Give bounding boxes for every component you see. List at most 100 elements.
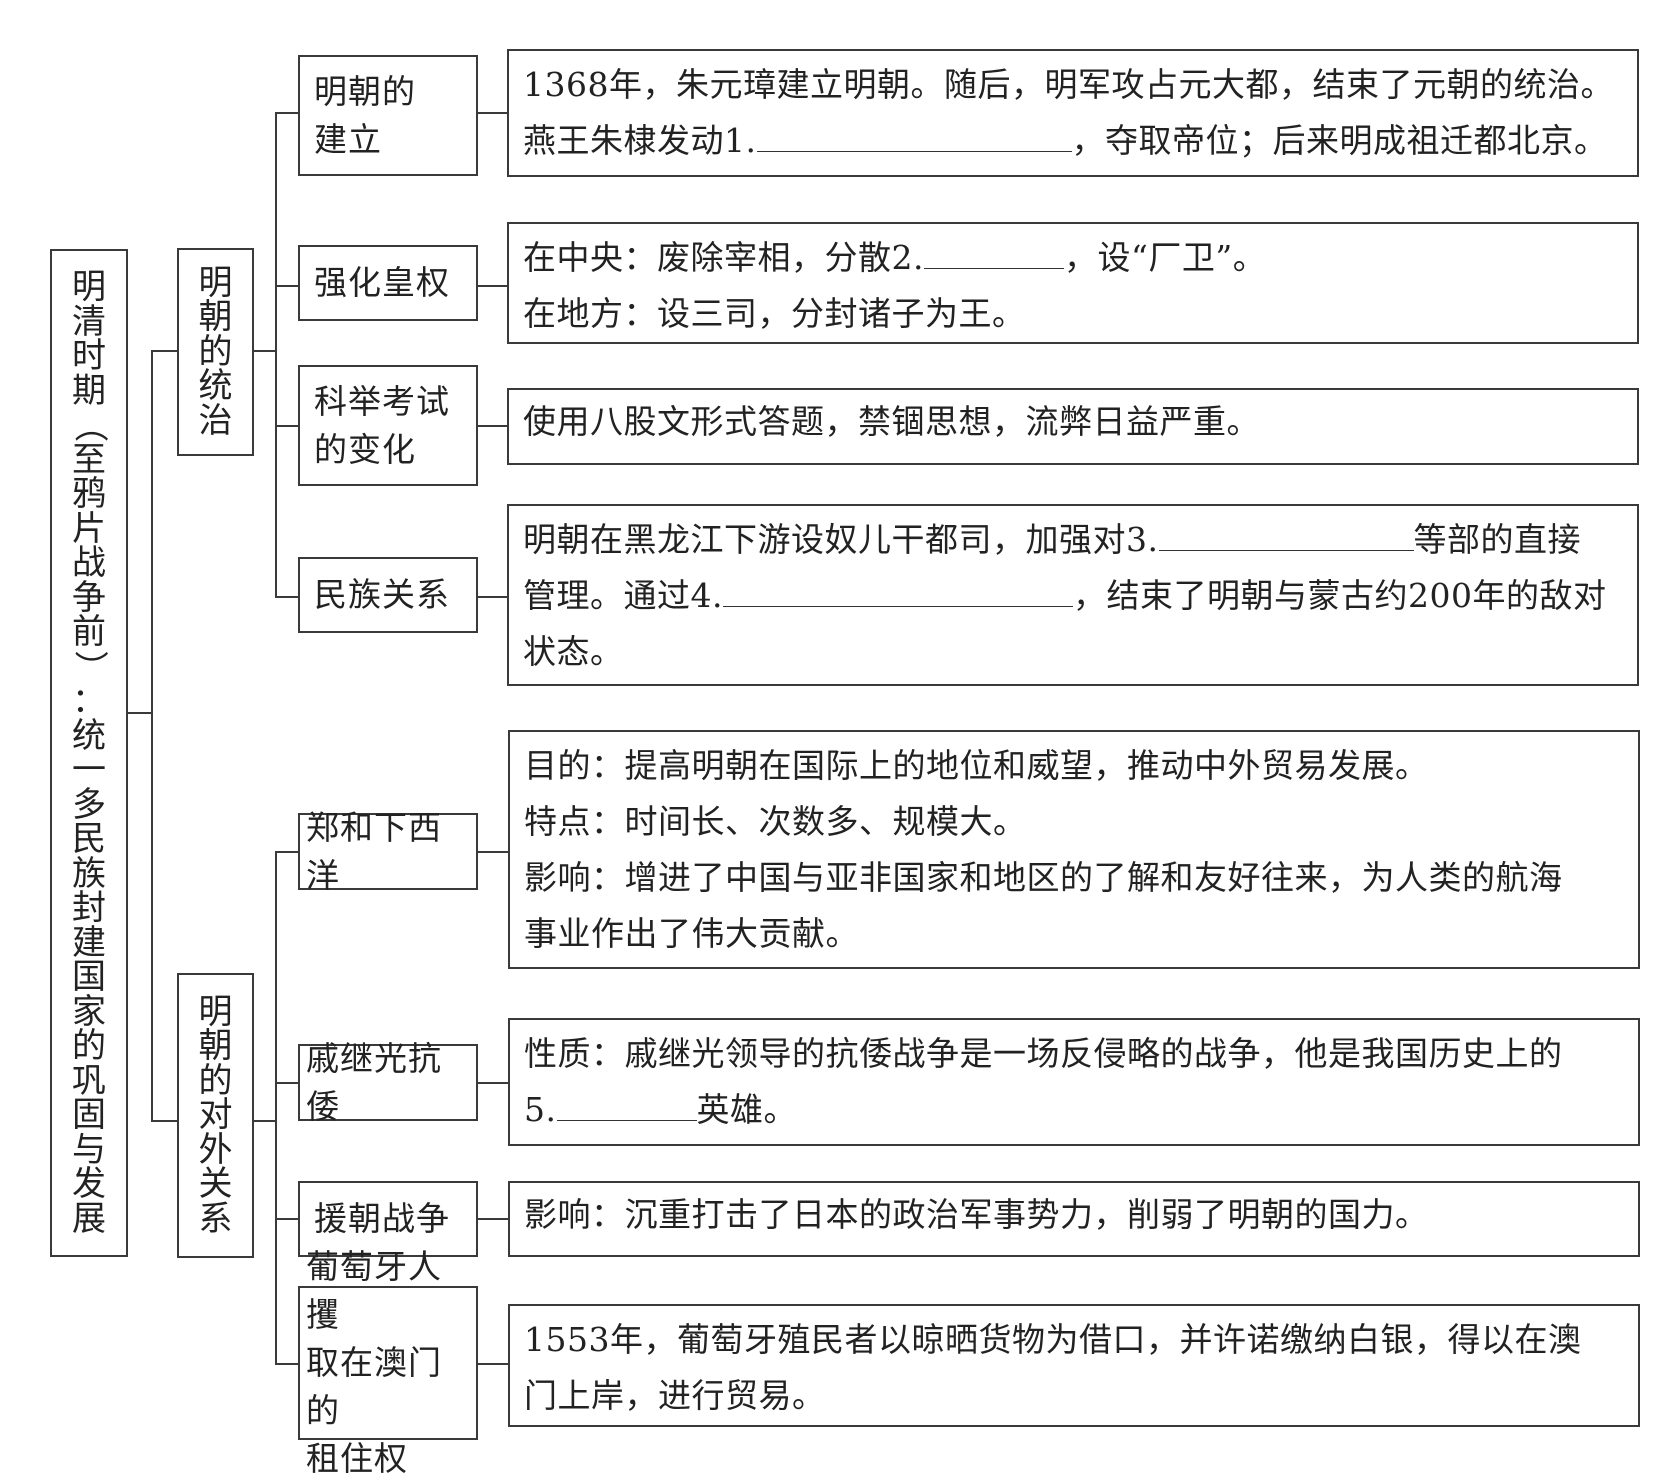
vertical-char: 国 (72, 957, 106, 997)
vertical-char: 与 (72, 1129, 106, 1170)
vertical-char: 发 (72, 1164, 106, 1204)
topic-qi-jiguang-anti-wokou: 戚继光抗倭 (298, 1039, 478, 1126)
vertical-char: 的 (198, 331, 233, 372)
vertical-char: 治 (198, 400, 233, 441)
content-line-with-blank: 明朝在黑龙江下游设奴儿干都司，加强对3.等部的直接 (523, 520, 1581, 559)
connector-branch-2-out (253, 1120, 276, 1122)
topic-label-line: 民族关系 (314, 575, 450, 614)
content-line: 使用八股文形式答题，禁锢思想，流弊日益严重。 (523, 402, 1260, 441)
vertical-char: 统 (198, 366, 233, 407)
topic-portuguese-macau-lease: 葡萄牙人攫 取在澳门的 租住权 (298, 1247, 478, 1478)
connector-branch-2-trunk (275, 851, 277, 1365)
connector-topic-1-1-out (477, 112, 507, 114)
connector-branch-1-trunk (275, 112, 277, 598)
connector-root-to-branch-1 (151, 350, 177, 352)
root-node: 明清时期（至鸦片战争前）：统一多民族封建国家的巩固与发展 (50, 249, 128, 1257)
content-ming-founding: 1368年，朱元璋建立明朝。随后，明军攻占元大都，结束了元朝的统治。 燕王朱棣发… (507, 49, 1639, 177)
content-line-with-blank: 管理。通过4.，结束了明朝与蒙古约200年的敌对 (523, 576, 1607, 615)
content-line-with-blank: 5.英雄。 (524, 1090, 797, 1129)
vertical-char: 至 (72, 439, 106, 480)
content-line: 影响：增进了中国与亚非国家和地区的了解和友好往来，为人类的航海 (524, 858, 1563, 897)
topic-label-line: 援朝战争 (314, 1199, 450, 1238)
vertical-char: ： (72, 681, 106, 721)
vertical-char: 多 (72, 784, 106, 825)
connector-topic-1-2-out (477, 285, 507, 287)
topic-label-line: 科举考试 (314, 381, 450, 421)
connector-topic-2-1-in (275, 851, 298, 853)
vertical-char: 片 (72, 508, 106, 549)
fill-in-blank-4[interactable] (723, 576, 1073, 607)
connector-topic-1-3-out (477, 425, 507, 427)
topic-ethnic-relations: 民族关系 (298, 557, 478, 633)
topic-label-line: 的变化 (314, 429, 416, 469)
topic-zheng-he-voyages: 郑和下西洋 (298, 808, 478, 895)
topic-ming-founding: 明朝的 建立 (298, 55, 478, 176)
connector-topic-1-4-in (275, 596, 298, 598)
topic-label-line: 建立 (314, 119, 382, 159)
vertical-char: 统 (72, 715, 106, 756)
content-line: 1368年，朱元璋建立明朝。随后，明军攻占元大都，结束了元朝的统治。 (523, 65, 1614, 104)
connector-topic-2-2-in (275, 1082, 298, 1084)
connector-topic-2-2-out (477, 1082, 508, 1084)
vertical-char: 家 (72, 991, 106, 1032)
vertical-char: 建 (72, 922, 106, 963)
vertical-char: 鸦 (72, 474, 106, 514)
vertical-char: 明 (198, 262, 233, 303)
connector-topic-1-4-out (477, 596, 507, 598)
content-line-with-blank: 燕王朱棣发动1.，夺取帝位；后来明成祖迁都北京。 (523, 121, 1608, 160)
vertical-char: 对 (198, 1095, 233, 1136)
vertical-char: 外 (198, 1129, 233, 1170)
vertical-char: 争 (72, 577, 106, 618)
content-zheng-he-voyages: 目的：提高明朝在国际上的地位和威望，推动中外贸易发展。 特点：时间长、次数多、规… (508, 730, 1640, 969)
content-line-with-blank: 在中央：废除宰相，分散2.，设“厂卫”。 (523, 238, 1267, 277)
vertical-char: 族 (72, 853, 106, 894)
content-line: 状态。 (523, 632, 624, 671)
topic-imperial-exam-changes: 科举考试 的变化 (298, 365, 478, 486)
vertical-char: 关 (198, 1164, 233, 1205)
connector-topic-2-1-out (477, 851, 508, 853)
topic-label-line: 郑和下西洋 (306, 807, 442, 895)
vertical-char: 的 (198, 1060, 233, 1101)
content-qi-jiguang-anti-wokou: 性质：戚继光领导的抗倭战争是一场反侵略的战争，他是我国历史上的 5.英雄。 (508, 1018, 1640, 1146)
branch-ming-foreign-relations: 明朝的对外关系 (177, 973, 254, 1258)
connector-topic-1-2-in (275, 285, 298, 287)
topic-strengthen-imperial-power: 强化皇权 (298, 245, 478, 321)
fill-in-blank-1[interactable] (756, 121, 1072, 152)
content-line: 事业作出了伟大贡献。 (524, 914, 859, 953)
connector-topic-2-4-out (477, 1363, 508, 1365)
topic-label-line: 强化皇权 (314, 263, 450, 302)
content-line: 特点：时间长、次数多、规模大。 (524, 802, 1027, 841)
vertical-char: 展 (72, 1198, 106, 1239)
vertical-char: 战 (72, 543, 106, 583)
vertical-char: 明 (72, 267, 106, 307)
content-aid-korea-war: 影响：沉重打击了日本的政治军事势力，削弱了明朝的国力。 (508, 1181, 1640, 1257)
vertical-char: 期 (72, 370, 106, 411)
topic-label-line: 租住权 (306, 1439, 408, 1478)
content-line: 性质：戚继光领导的抗倭战争是一场反侵略的战争，他是我国历史上的 (524, 1034, 1563, 1073)
vertical-char: 朝 (198, 297, 233, 338)
vertical-char: 封 (72, 888, 106, 928)
content-line: 在地方：设三司，分封诸子为王。 (523, 294, 1026, 333)
content-line: 1553年，葡萄牙殖民者以晾晒货物为借口，并许诺缴纳白银，得以在澳 (524, 1320, 1582, 1359)
topic-label-line: 明朝的 (314, 71, 416, 111)
vertical-char: 的 (72, 1026, 106, 1066)
connector-topic-2-3-in (275, 1218, 298, 1220)
fill-in-blank-2[interactable] (924, 238, 1064, 269)
topic-label-line: 戚继光抗倭 (306, 1038, 442, 1126)
vertical-char: （ (69, 408, 110, 443)
connector-topic-1-1-in (275, 112, 298, 114)
connector-branch-1-out (253, 350, 276, 352)
vertical-char: 清 (72, 301, 106, 342)
vertical-char: 一 (72, 750, 106, 790)
branch-ming-rule: 明朝的统治 (177, 248, 254, 456)
content-line: 影响：沉重打击了日本的政治军事势力，削弱了明朝的国力。 (524, 1195, 1429, 1234)
topic-label-line: 葡萄牙人攫 (306, 1247, 442, 1334)
content-strengthen-imperial-power: 在中央：废除宰相，分散2.，设“厂卫”。 在地方：设三司，分封诸子为王。 (507, 222, 1639, 344)
fill-in-blank-5[interactable] (556, 1090, 697, 1121)
topic-aid-korea-war: 援朝战争 (298, 1181, 478, 1257)
vertical-char: 明 (198, 991, 233, 1032)
fill-in-blank-3[interactable] (1158, 520, 1414, 551)
connector-topic-2-3-out (477, 1218, 508, 1220)
connector-root-out (128, 712, 152, 714)
content-line: 门上岸，进行贸易。 (524, 1376, 826, 1415)
